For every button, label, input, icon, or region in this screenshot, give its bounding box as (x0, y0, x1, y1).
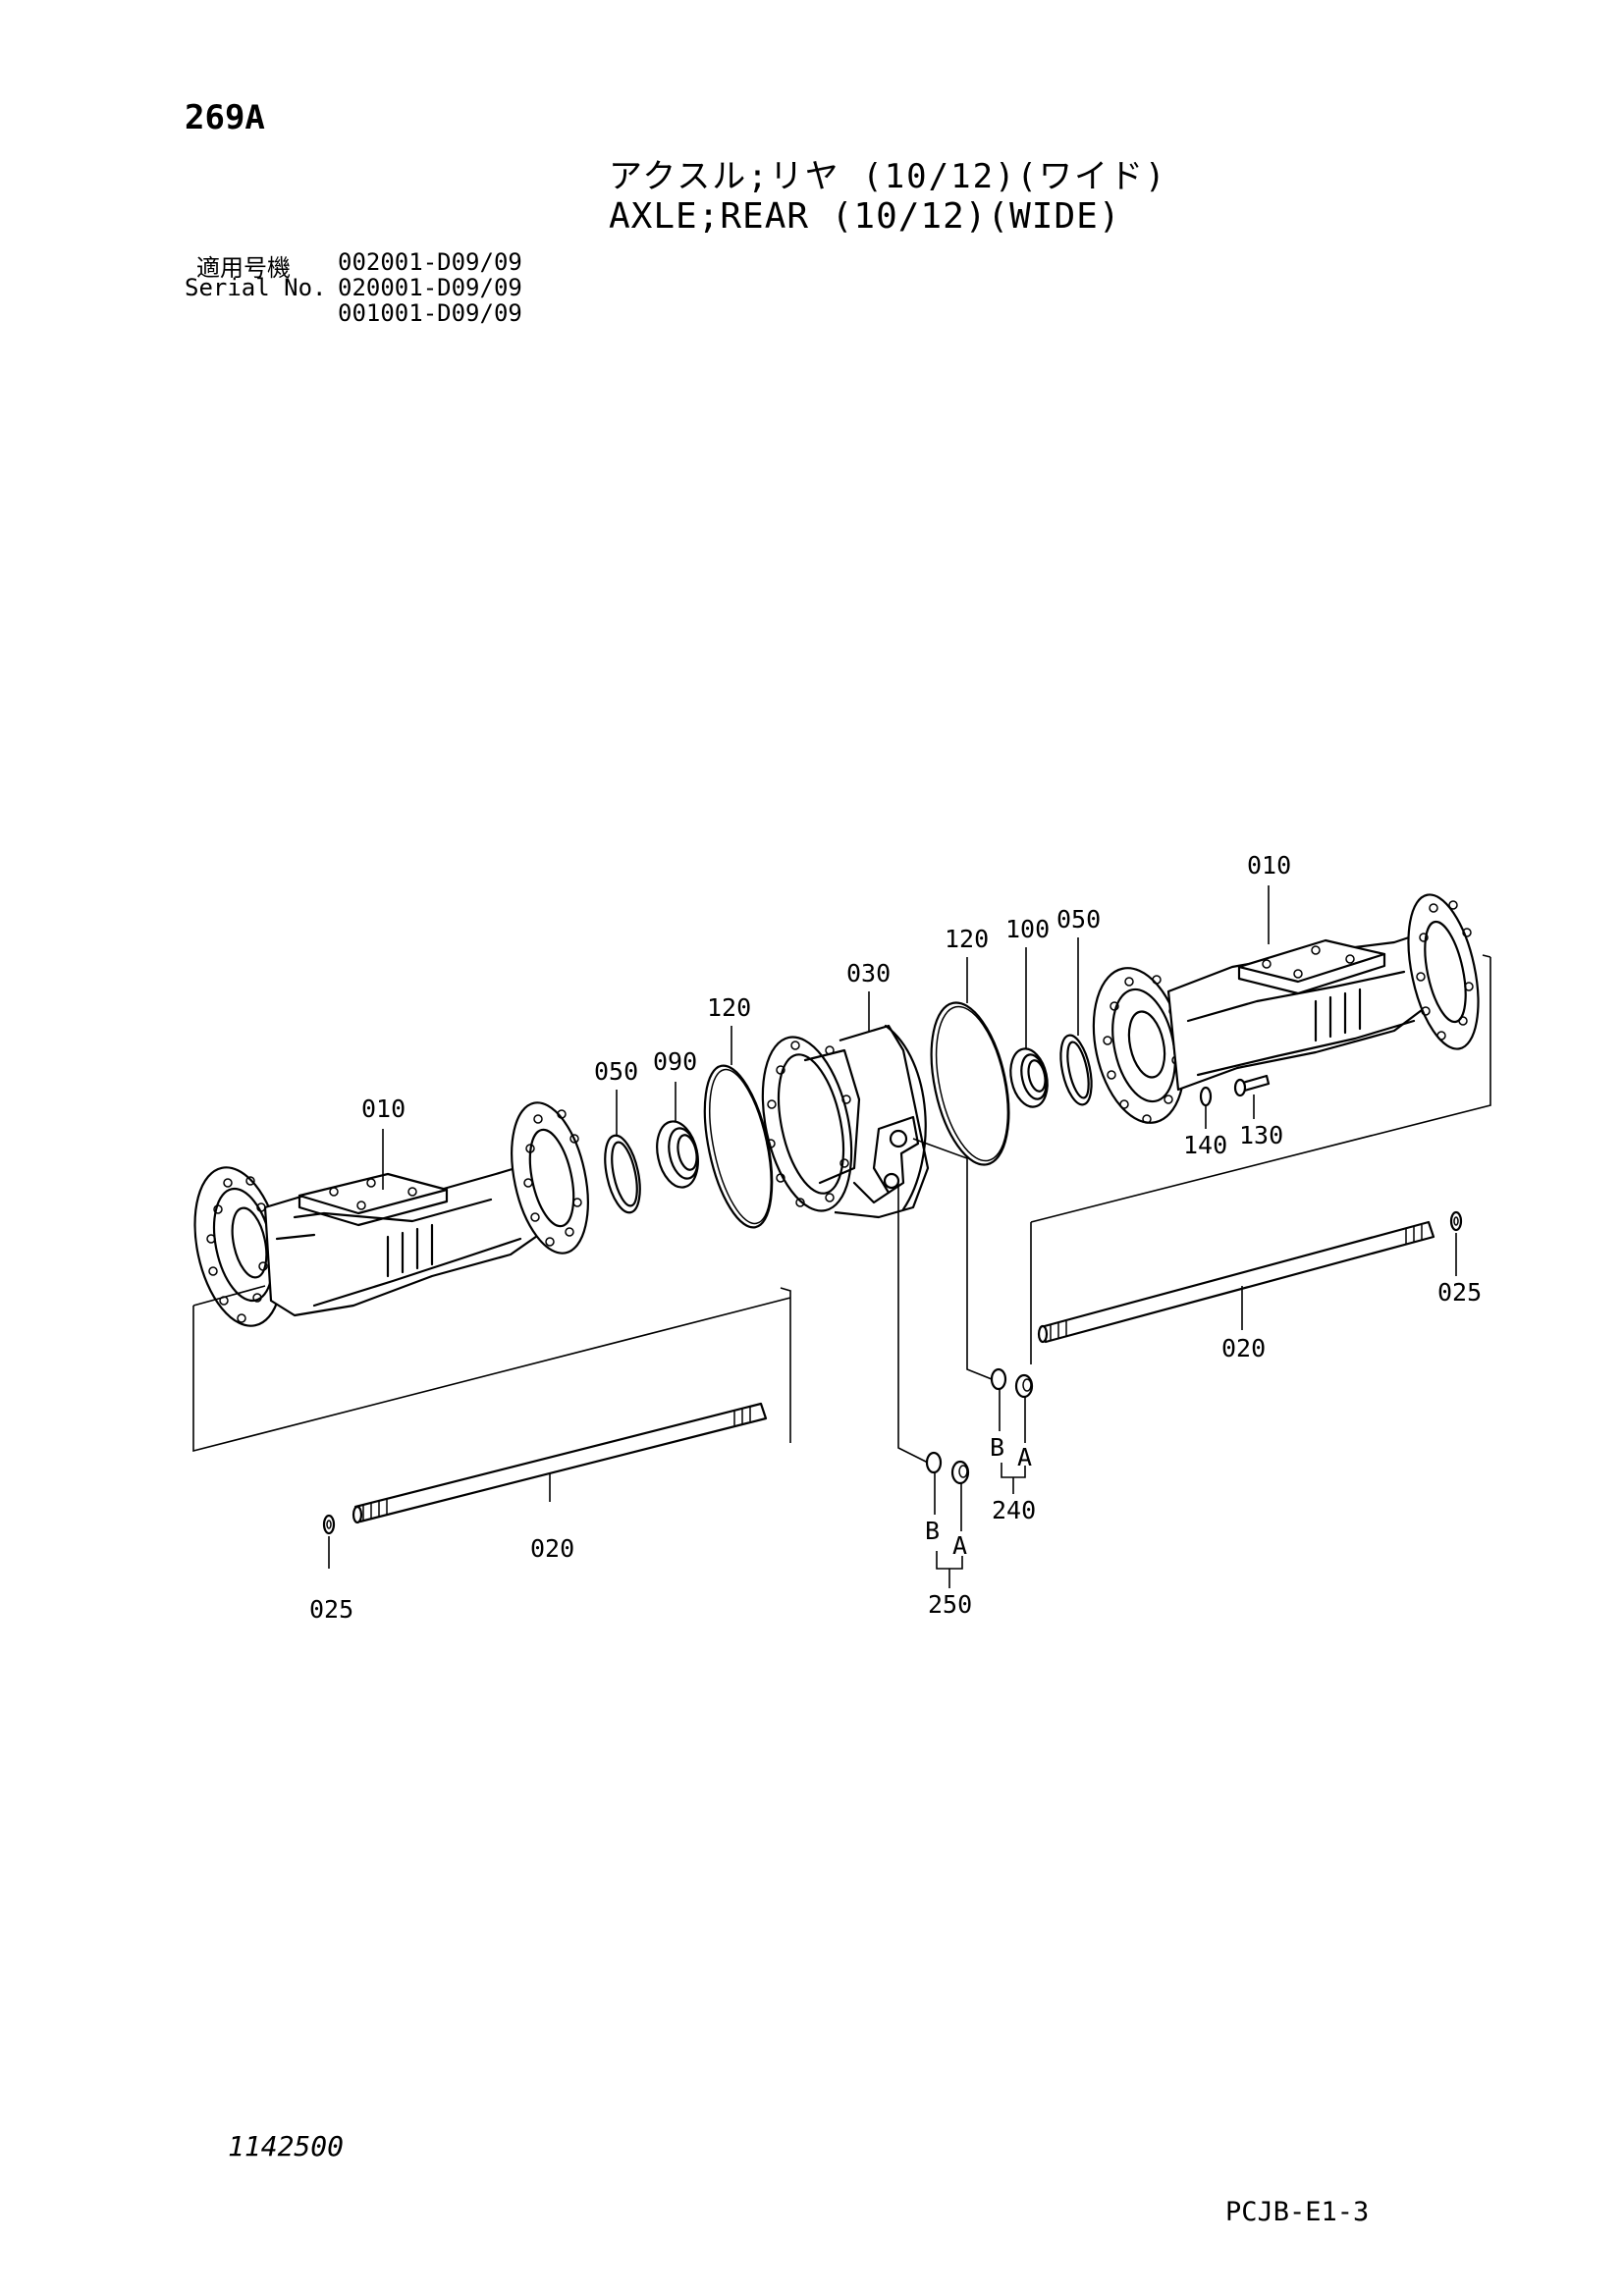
left-snap-ring-050 (604, 1134, 641, 1214)
callout-leaders (328, 885, 1457, 1569)
left-axle-housing (193, 1101, 589, 1327)
title-english: AXLE;REAR (10/12)(WIDE) (609, 196, 1121, 237)
callout-240: 240 (992, 1496, 1036, 1524)
callout-020-left: 020 (530, 1534, 574, 1563)
callout-050-right: 050 (1056, 905, 1101, 934)
callout-120-right: 120 (945, 925, 989, 953)
callout-240-a: A (1017, 1443, 1032, 1471)
callout-250: 250 (928, 1590, 972, 1619)
callout-130: 130 (1239, 1121, 1283, 1149)
title-japanese: アクスル;リヤ (10/12)(ワイド) (609, 157, 1167, 196)
plug-set-240 (990, 1367, 1034, 1494)
left-axle-shaft (352, 1402, 768, 1524)
callout-025-right: 025 (1437, 1278, 1482, 1307)
bolt-130 (1233, 1074, 1271, 1097)
callout-020-right: 020 (1221, 1334, 1266, 1362)
right-axle-housing (1092, 893, 1480, 1124)
callout-100: 100 (1005, 915, 1050, 943)
figure-number: 1142500 (228, 2130, 345, 2163)
callout-010-right: 010 (1247, 851, 1291, 880)
left-o-ring-120 (703, 1064, 774, 1229)
serial-number-2: 020001-D09/09 (338, 274, 522, 301)
plug-set-250 (925, 1451, 970, 1588)
callout-030: 030 (846, 959, 891, 988)
page-number: 269A (185, 98, 265, 137)
differential-carrier-030 (761, 1024, 930, 1219)
callout-050-left: 050 (594, 1057, 638, 1086)
document-code: PCJB-E1-3 (1225, 2197, 1370, 2227)
right-axle-shaft (1037, 1220, 1435, 1344)
serial-label-english: Serial No. (185, 274, 327, 301)
right-washer-025 (1449, 1210, 1463, 1232)
washer-140 (1199, 1086, 1213, 1107)
serial-number-3: 001001-D09/09 (338, 299, 522, 327)
callout-090: 090 (653, 1047, 697, 1076)
plug-leader-250 (897, 1183, 929, 1464)
left-shaft-group-bracket (192, 1285, 791, 1453)
serial-label-japanese: 適用号機 (196, 254, 291, 282)
right-snap-ring-050 (1059, 1034, 1093, 1106)
callout-240-b: B (990, 1433, 1004, 1462)
callout-025-left: 025 (309, 1595, 353, 1624)
bearing-090 (656, 1120, 699, 1189)
right-shaft-group-bracket (1030, 954, 1491, 1364)
callout-250-b: B (925, 1517, 940, 1545)
bearing-100 (1009, 1047, 1049, 1108)
right-o-ring-120 (930, 1001, 1010, 1166)
callout-120-left: 120 (707, 993, 751, 1022)
serial-number-1: 002001-D09/09 (338, 248, 522, 276)
callout-010-left: 010 (361, 1095, 406, 1123)
left-washer-025 (322, 1514, 336, 1535)
plug-leader-240 (912, 1138, 993, 1380)
callout-250-a: A (952, 1531, 967, 1560)
callout-140: 140 (1183, 1131, 1227, 1159)
